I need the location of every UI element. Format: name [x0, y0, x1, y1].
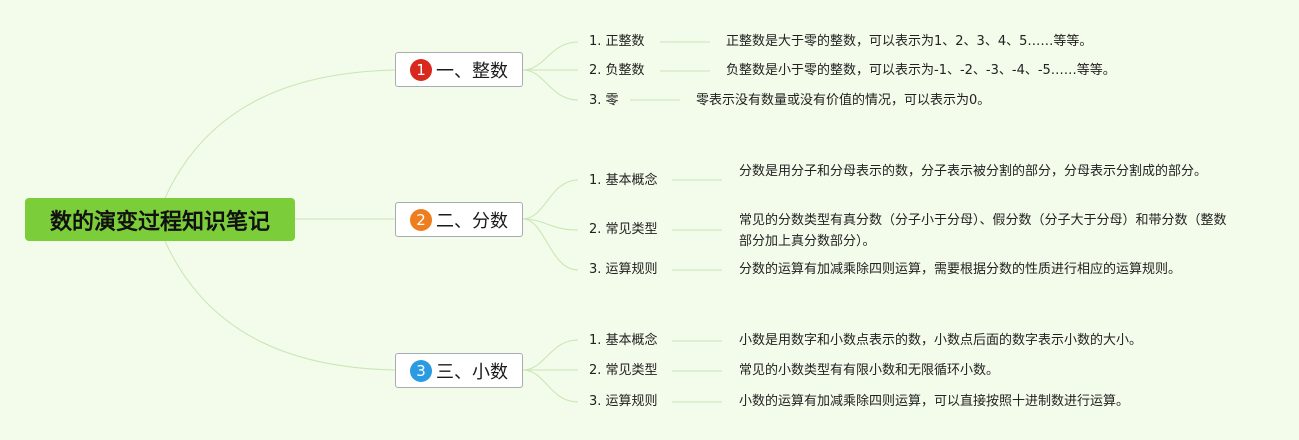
topic-description: 零表示没有数量或没有价值的情况，可以表示为0。 — [696, 93, 991, 108]
branch-title: 一、整数 — [436, 60, 508, 82]
topic-label[interactable]: 1. 基本概念 — [589, 173, 658, 188]
topic-label[interactable]: 2. 常见类型 — [589, 222, 658, 237]
root-node[interactable]: 数的演变过程知识笔记 — [25, 198, 295, 241]
topic-description: 常见的分数类型有真分数（分子小于分母）、假分数（分子大于分母）和带分数（整数部分… — [739, 213, 1227, 249]
number-badge-icon: 1 — [410, 58, 432, 81]
topic-label[interactable]: 2. 常见类型 — [589, 363, 658, 378]
topic-label[interactable]: 3. 零 — [589, 93, 619, 108]
topic-description: 分数是用分子和分母表示的数，分子表示被分割的部分，分母表示分割成的部分。 — [739, 164, 1208, 179]
root-title: 数的演变过程知识笔记 — [49, 209, 270, 235]
topic-label[interactable]: 3. 运算规则 — [589, 394, 658, 409]
number-badge-icon: 3 — [410, 359, 432, 382]
branch-title: 二、分数 — [436, 210, 508, 232]
connector-root-branch-1 — [164, 69, 396, 199]
topic-description: 分数的运算有加减乘除四则运算，需要根据分数的性质进行相应的运算规则。 — [739, 262, 1182, 277]
topic-description: 负整数是小于零的整数，可以表示为-1、-2、-3、-4、-5……等等。 — [726, 63, 1116, 78]
branch-title: 三、小数 — [436, 361, 508, 383]
number-badge-icon: 2 — [410, 208, 432, 231]
topic-description: 小数是用数字和小数点表示的数，小数点后面的数字表示小数的大小。 — [739, 333, 1143, 348]
branch-node-integers[interactable]: 1 一、整数 — [395, 52, 523, 87]
topic-label[interactable]: 2. 负整数 — [589, 63, 645, 78]
topic-description: 常见的小数类型有有限小数和无限循环小数。 — [739, 363, 1000, 378]
topic-description: 正整数是大于零的整数，可以表示为1、2、3、4、5……等等。 — [726, 34, 1093, 49]
topic-label[interactable]: 1. 正整数 — [589, 34, 645, 49]
branch-node-decimals[interactable]: 3 三、小数 — [395, 353, 523, 388]
topic-label[interactable]: 3. 运算规则 — [589, 262, 658, 277]
branch-node-fractions[interactable]: 2 二、分数 — [395, 202, 523, 237]
topic-label[interactable]: 1. 基本概念 — [589, 333, 658, 348]
connector-root-branch-3 — [164, 240, 396, 371]
topic-description: 小数的运算有加减乘除四则运算，可以直接按照十进制数进行运算。 — [739, 394, 1130, 409]
